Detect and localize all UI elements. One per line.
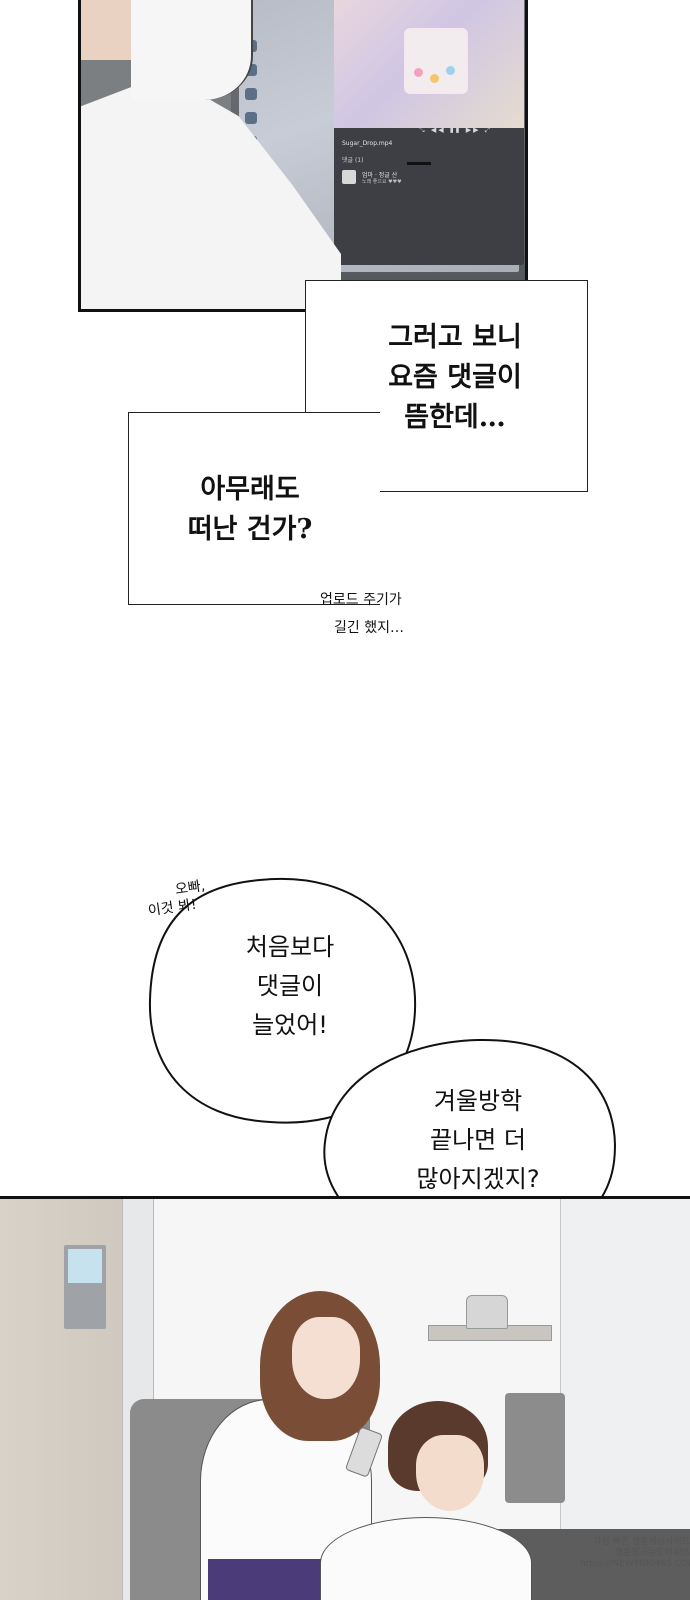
speech-line: 많아지겠지? xyxy=(416,1165,540,1193)
watermark-line: 웹툰왕국뉴토끼465 xyxy=(614,1548,690,1558)
desktop-icon xyxy=(245,112,257,124)
speech-bubble-1 xyxy=(148,877,417,1124)
handwritten-note: 길긴 했지… xyxy=(334,620,404,636)
speech-bubble-1-text: 처음보다 댓글이 늘었어! xyxy=(200,928,380,1045)
watermark-line: 가장 빠른 웹툰제공사이트 xyxy=(593,1537,690,1547)
decor-dot xyxy=(446,66,455,75)
girl-face xyxy=(292,1317,360,1399)
coffee-maker xyxy=(505,1393,565,1503)
girl-shorts xyxy=(208,1559,328,1600)
video-file-name: Sugar_Drop.mp4 xyxy=(342,140,393,147)
decor-dot xyxy=(430,74,439,83)
monitor: ⤡ ◀◀ ▮▮ ▶▶ ⤢ Sugar_Drop.mp4 댓글 (1) 엄마 · … xyxy=(231,0,525,282)
player-controls: ⤡ ◀◀ ▮▮ ▶▶ ⤢ xyxy=(419,126,493,134)
speech-line: 겨울방학 xyxy=(433,1087,523,1115)
video-thumbnail xyxy=(406,30,466,92)
wall-panel-screen xyxy=(68,1249,102,1283)
speech-bubble-2-text: 겨울방학 끝나면 더 많아지겠지? xyxy=(378,1082,578,1199)
comment-count: 댓글 (1) xyxy=(342,157,364,164)
caption-line: 떠난 건가? xyxy=(187,514,313,545)
caption-right-text: 그러고 보니 요즘 댓글이 뜸한데… xyxy=(345,318,565,438)
speech-line: 처음보다 xyxy=(245,933,335,961)
boy-shirt xyxy=(320,1517,532,1600)
boy-face xyxy=(416,1435,484,1511)
caption-line: 뜸한데… xyxy=(404,402,506,433)
desktop-icon xyxy=(245,88,257,100)
video-window: ⤡ ◀◀ ▮▮ ▶▶ ⤢ Sugar_Drop.mp4 댓글 (1) 엄마 · … xyxy=(334,0,524,265)
kettle xyxy=(466,1295,508,1329)
monitor-screen: ⤡ ◀◀ ▮▮ ▶▶ ⤢ Sugar_Drop.mp4 댓글 (1) 엄마 · … xyxy=(239,0,524,272)
character-collar xyxy=(131,0,253,100)
speech-line: 늘었어! xyxy=(252,1011,328,1039)
watermark: 가장 빠른 웹툰제공사이트 웹툰왕국뉴토끼465 https://NEWTOKI… xyxy=(580,1537,690,1570)
decor-dot xyxy=(414,68,423,77)
comment-avatar xyxy=(342,170,356,184)
bottom-panel: 가장 빠른 웹툰제공사이트 웹툰왕국뉴토끼465 https://NEWTOKI… xyxy=(0,1196,690,1600)
wall-control-panel xyxy=(64,1245,106,1329)
video-progress-bar xyxy=(407,162,431,165)
handwritten-note: 업로드 주기가 xyxy=(320,592,402,608)
speech-line: 끝나면 더 xyxy=(430,1126,526,1154)
caption-line: 아무래도 xyxy=(200,474,300,505)
comment-text: 노래 좋으요 ♥♥♥ xyxy=(362,179,402,185)
caption-left-text: 아무래도 떠난 건가? xyxy=(150,470,350,550)
top-panel: ⤡ ◀◀ ▮▮ ▶▶ ⤢ Sugar_Drop.mp4 댓글 (1) 엄마 · … xyxy=(78,0,528,312)
caption-line: 그러고 보니 xyxy=(388,322,522,353)
comment-author: 엄마 · 정글 산 xyxy=(362,172,398,179)
speech-line: 댓글이 xyxy=(256,972,324,1000)
caption-join xyxy=(306,413,379,491)
watermark-line: https://NEWTOKI465.COM xyxy=(580,1559,690,1569)
video-preview xyxy=(334,0,524,128)
caption-line: 요즘 댓글이 xyxy=(388,362,522,393)
